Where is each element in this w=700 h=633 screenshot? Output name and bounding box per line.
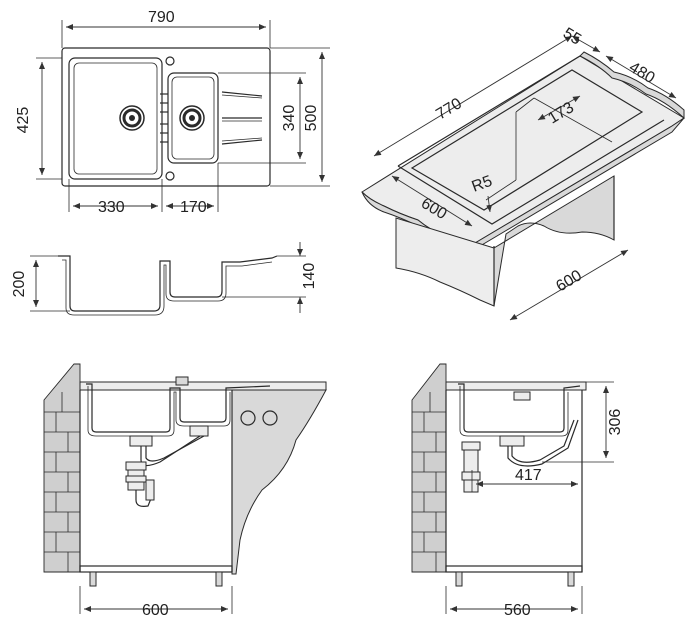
drain-pipe bbox=[125, 425, 209, 507]
cabinet-front bbox=[493, 175, 615, 307]
dim-500: 500 bbox=[303, 105, 320, 132]
dim-790: 790 bbox=[148, 9, 175, 26]
dim-417: 417 bbox=[515, 467, 542, 484]
dim-170: 170 bbox=[180, 199, 207, 216]
tap-hole-icon bbox=[165, 56, 175, 66]
dim-600-cabinet: 600 bbox=[142, 602, 169, 619]
tap-hole-icon bbox=[165, 171, 175, 181]
drain-icon bbox=[119, 105, 145, 131]
radius-label: R5 bbox=[470, 173, 495, 196]
small-bowl bbox=[167, 72, 219, 164]
cabinet-left bbox=[395, 217, 495, 307]
outlet-icon bbox=[262, 410, 278, 426]
side-section: 200 140 bbox=[11, 242, 318, 316]
section-profile bbox=[58, 255, 278, 312]
leg-icon bbox=[215, 571, 223, 587]
dim-340: 340 bbox=[281, 105, 298, 132]
dim-55: 55 bbox=[560, 25, 584, 49]
main-bowl bbox=[68, 57, 163, 180]
cabinet-side-panel bbox=[231, 389, 327, 575]
dim-140: 140 bbox=[301, 263, 318, 290]
dim-560: 560 bbox=[504, 602, 531, 619]
dim-330: 330 bbox=[98, 199, 125, 216]
overflow-slots bbox=[160, 93, 168, 143]
iso-view: 770 55 480 173 R5 600 600 bbox=[361, 25, 685, 321]
leg-icon bbox=[89, 571, 97, 587]
leg-icon bbox=[567, 571, 575, 587]
sink-section bbox=[86, 383, 271, 433]
brick-wall bbox=[411, 363, 447, 573]
side-install-view: 306 417 560 bbox=[411, 363, 624, 619]
sink-outline bbox=[61, 47, 271, 187]
dim-425: 425 bbox=[15, 107, 32, 134]
dim-200: 200 bbox=[11, 271, 28, 298]
dim-770: 770 bbox=[433, 95, 465, 123]
top-view: 790 425 500 340 330 170 bbox=[15, 9, 330, 216]
drainboard-grooves bbox=[221, 91, 263, 145]
drain-icon bbox=[179, 105, 205, 131]
sink-section bbox=[458, 383, 581, 433]
dim-306: 306 bbox=[607, 409, 624, 436]
outlet-icon bbox=[240, 410, 256, 426]
front-install-view: 600 bbox=[43, 363, 327, 619]
leg-icon bbox=[455, 571, 463, 587]
